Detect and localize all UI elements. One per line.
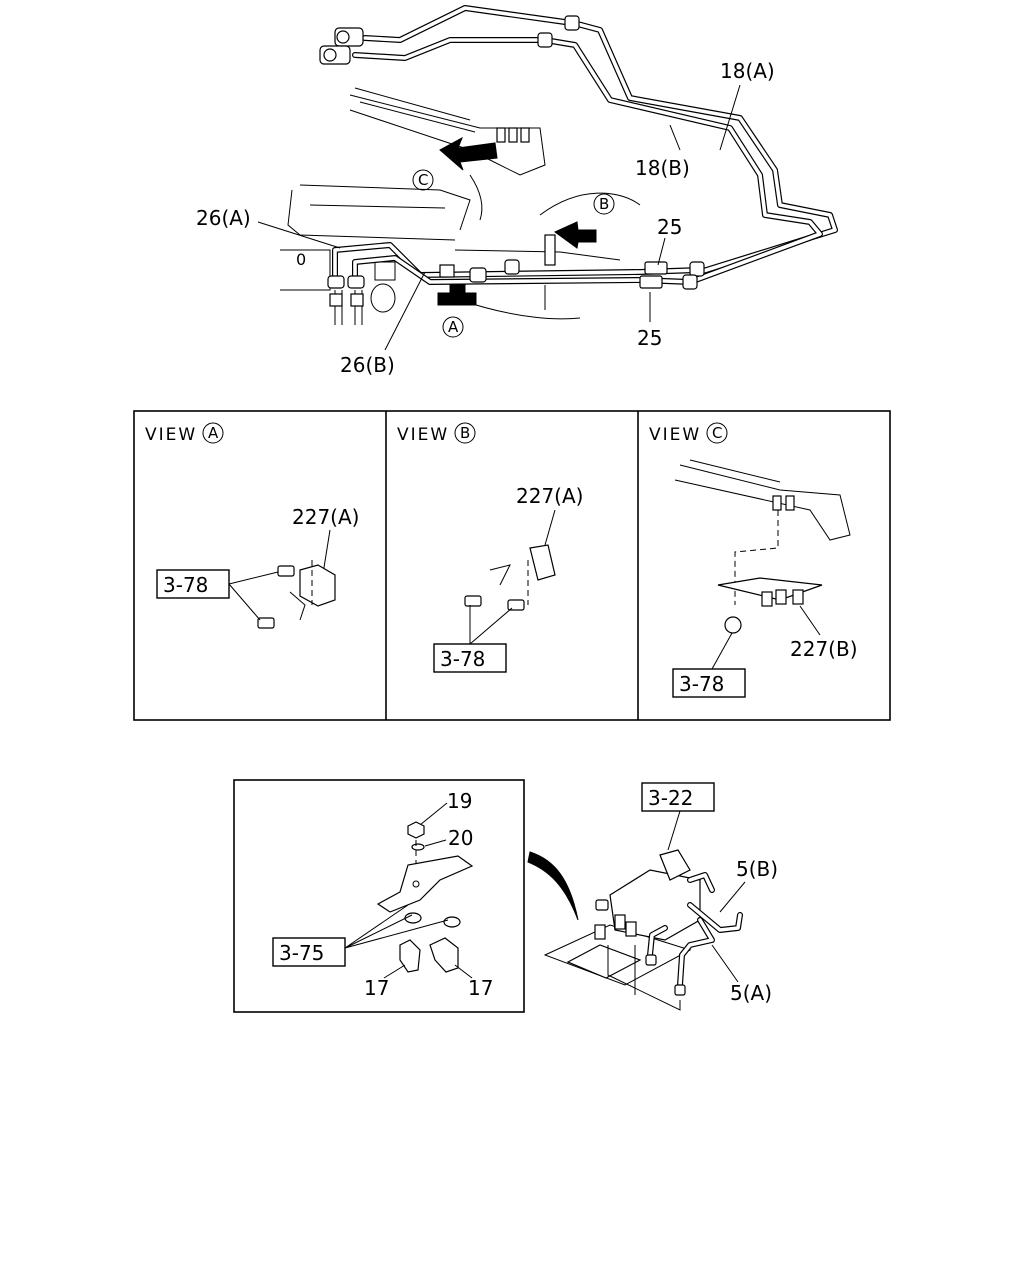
detail-left-ref-box[interactable]	[272, 937, 346, 967]
mounting-bracket-detail: 19 20 3-75 17 17	[272, 789, 493, 1000]
detail-pointer-arrow	[527, 851, 579, 921]
view-c-part: 227(B)	[790, 637, 858, 661]
view-c-title: VIEW	[649, 425, 701, 445]
view-b-marker: B	[460, 424, 470, 442]
label-5b: 5(B)	[736, 857, 778, 881]
valve-assembly: 3-22 5(B) 5(A)	[543, 782, 778, 1011]
detail-right-ref-box[interactable]	[641, 782, 715, 812]
view-b-title: VIEW	[397, 425, 449, 445]
svg-text:C: C	[418, 171, 428, 189]
view-b-panel: VIEW B 227(A) 3-78	[397, 422, 583, 673]
views-frame	[133, 410, 891, 721]
label-25-upper: 25	[657, 215, 682, 239]
svg-text:A: A	[448, 318, 459, 336]
label-17-left: 17	[364, 976, 389, 1000]
brake-pipe-assembly	[257, 5, 838, 351]
detail-frame	[233, 779, 525, 1013]
detail-left-ref[interactable]: 3-75	[279, 941, 324, 965]
label-5a: 5(A)	[730, 981, 772, 1005]
view-a-part: 227(A)	[292, 505, 359, 529]
label-25-lower: 25	[637, 326, 662, 350]
detail-right-ref[interactable]: 3-22	[648, 786, 693, 810]
view-b-ref[interactable]: 3-78	[440, 647, 485, 671]
label-19: 19	[447, 789, 472, 813]
view-a-marker: A	[208, 424, 219, 442]
view-a-title: VIEW	[145, 425, 197, 445]
view-marker-a: A	[442, 316, 464, 338]
view-marker-c: C	[412, 169, 434, 191]
label-26b: 26(B)	[340, 353, 395, 377]
view-c-ref[interactable]: 3-78	[679, 672, 724, 696]
label-18b: 18(B)	[635, 156, 690, 180]
label-18a: 18(A)	[720, 59, 775, 83]
view-c-marker: C	[712, 424, 722, 442]
label-20: 20	[448, 826, 473, 850]
svg-text:B: B	[599, 195, 609, 213]
label-26a: 26(A)	[196, 206, 251, 230]
label-zero: 0	[296, 250, 306, 269]
view-c-panel: VIEW C 227(B) 3-78	[649, 422, 858, 698]
view-a-ref[interactable]: 3-78	[163, 573, 208, 597]
label-17-right: 17	[468, 976, 493, 1000]
view-marker-b: B	[593, 193, 615, 215]
view-a-panel: VIEW A 227(A) 3-78	[145, 422, 359, 629]
view-b-ref-box[interactable]	[433, 643, 507, 673]
view-b-part: 227(A)	[516, 484, 583, 508]
view-c-ref-box[interactable]	[672, 668, 746, 698]
